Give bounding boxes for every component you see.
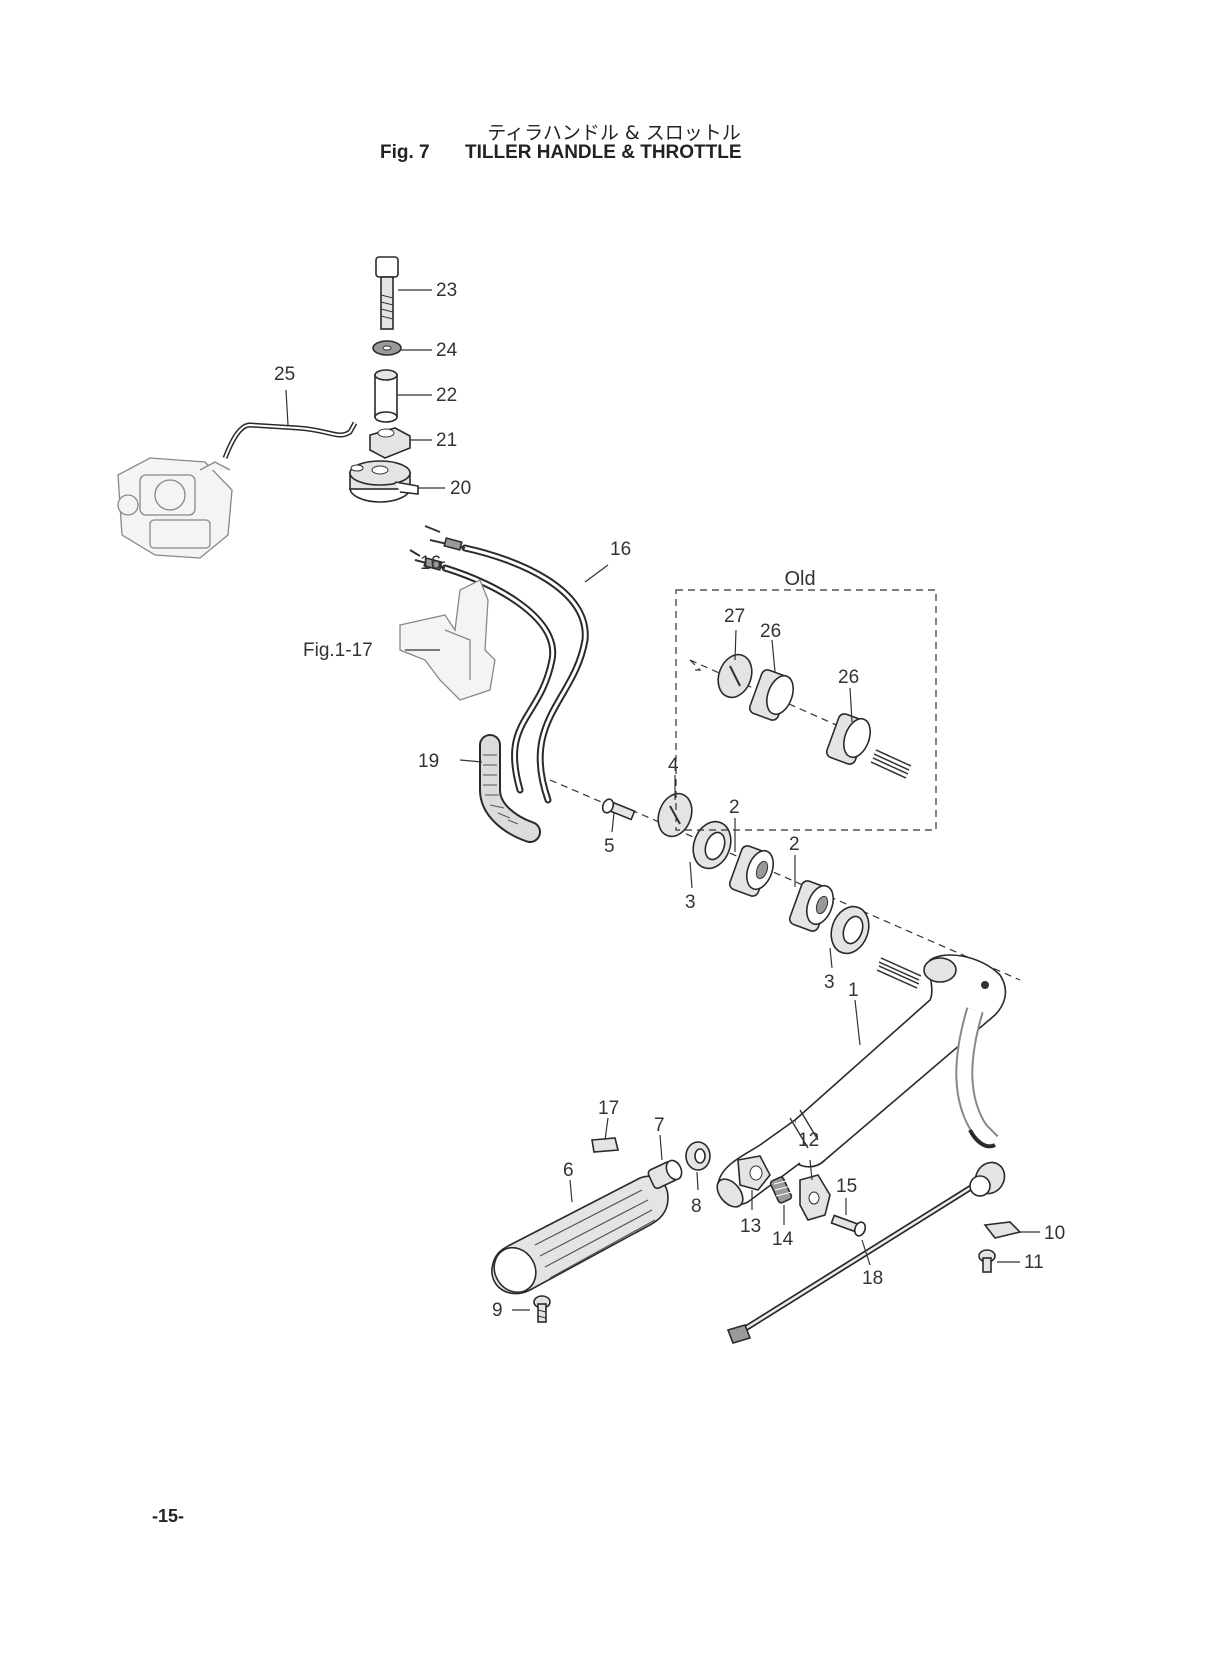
adjust-screw-part <box>830 1214 867 1237</box>
tiller-handle-part <box>716 954 1007 1208</box>
spring-part <box>769 1176 793 1204</box>
cam-plate-part <box>657 792 693 838</box>
bolt-part <box>375 256 399 330</box>
callout-7: 7 <box>654 1115 665 1136</box>
callout-numbers: 23 24 25 22 21 20 16 16 27 26 26 Fig.1-1… <box>274 280 1065 1321</box>
callout-21: 21 <box>436 430 457 451</box>
seal-part <box>685 1141 711 1171</box>
callout-26-first: 26 <box>760 621 781 642</box>
leader-lines <box>285 289 1040 1311</box>
callout-3-second: 3 <box>824 972 835 993</box>
callout-22: 22 <box>436 385 457 406</box>
callout-17: 17 <box>598 1098 619 1119</box>
clip-part <box>983 1221 1022 1239</box>
friction-piece-part <box>799 1174 831 1221</box>
callout-15: 15 <box>836 1176 857 1197</box>
small-screw-part <box>978 1249 996 1273</box>
callout-16-lower: 16 <box>420 553 441 574</box>
callout-2-second: 2 <box>789 834 800 855</box>
callout-27: 27 <box>724 606 745 627</box>
page-number: -15- <box>152 1506 185 1526</box>
collar-ring-part <box>692 820 732 870</box>
callout-14: 14 <box>772 1229 794 1250</box>
throttle-grip-part <box>491 1175 669 1295</box>
callout-2-first: 2 <box>729 797 740 818</box>
old-label: Old <box>784 568 815 590</box>
figure-title: Fig. 7 TILLER HANDLE & THROTTLE <box>380 142 742 164</box>
figure-title-english: TILLER HANDLE & THROTTLE <box>465 142 742 163</box>
callout-23: 23 <box>436 280 457 301</box>
callout-6: 6 <box>563 1160 574 1181</box>
callout-16-upper: 16 <box>610 539 631 560</box>
hose-part <box>479 734 541 843</box>
throttle-drum-part <box>349 460 419 503</box>
callout-26-second: 26 <box>838 667 859 688</box>
old-version-inset: Old <box>675 568 937 831</box>
callout-19: 19 <box>418 751 439 772</box>
callout-24: 24 <box>436 340 458 361</box>
gear-part-second <box>788 880 834 932</box>
callout-10: 10 <box>1044 1223 1065 1244</box>
fig-reference-label: Fig.1-17 <box>303 640 373 661</box>
collar-part <box>374 369 398 423</box>
callout-4: 4 <box>668 755 679 776</box>
callout-3-first: 3 <box>685 892 696 913</box>
grip-screw-part <box>533 1295 551 1323</box>
callout-18: 18 <box>862 1268 883 1289</box>
callout-5: 5 <box>604 836 615 857</box>
grip-sleeve-part <box>647 1159 683 1190</box>
callout-1: 1 <box>848 980 859 1001</box>
collar-ring-part-second <box>830 905 870 955</box>
callout-20: 20 <box>450 478 471 499</box>
shift-rod-part <box>726 1161 1006 1344</box>
figure-number: Fig. 7 <box>380 142 430 163</box>
callout-12: 12 <box>798 1130 819 1151</box>
screw-part <box>601 798 636 821</box>
callout-8: 8 <box>691 1196 702 1217</box>
bracket-reference-drawing <box>399 579 496 701</box>
callout-9: 9 <box>492 1300 503 1321</box>
carburetor-drawing <box>117 457 233 559</box>
lever-part <box>369 427 411 459</box>
gear-part <box>728 845 774 897</box>
throttle-cable-part <box>409 525 589 804</box>
friction-holder-part <box>737 1155 771 1191</box>
callout-13: 13 <box>740 1216 761 1237</box>
callout-11: 11 <box>1024 1252 1044 1273</box>
callout-25: 25 <box>274 364 295 385</box>
title-japanese: ティラハンドル & スロットル <box>487 122 741 144</box>
sticker-part <box>591 1137 620 1153</box>
